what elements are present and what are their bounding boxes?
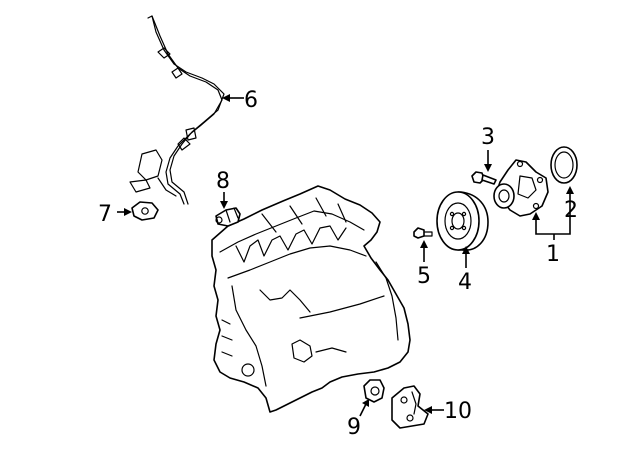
thermostat-part-9 [363,379,385,403]
leader-lines [117,94,574,417]
callout-5: 5 [417,264,431,289]
housing-part-10 [391,385,429,429]
callout-8: 8 [216,169,230,194]
callout-10: 10 [444,399,472,424]
callout-4: 4 [458,270,472,295]
pulley-part-4 [436,191,489,251]
gasket-part-2 [550,146,578,184]
coolant-pipe-part-6 [129,15,225,205]
callout-7: 7 [98,202,112,227]
water-pump-part-1 [493,159,549,217]
callout-2: 2 [564,198,578,223]
bolt-part-3 [471,171,497,185]
bolt-part-5 [413,227,433,239]
callout-6: 6 [244,88,258,113]
sensor-part-8 [215,207,241,227]
callout-1: 1 [546,242,560,267]
callout-3: 3 [481,125,495,150]
callout-9: 9 [347,415,361,440]
callout-labels: 1 2 3 4 5 6 7 8 9 10 [98,88,578,440]
engine-block [211,185,411,413]
gasket-part-7 [131,201,159,221]
